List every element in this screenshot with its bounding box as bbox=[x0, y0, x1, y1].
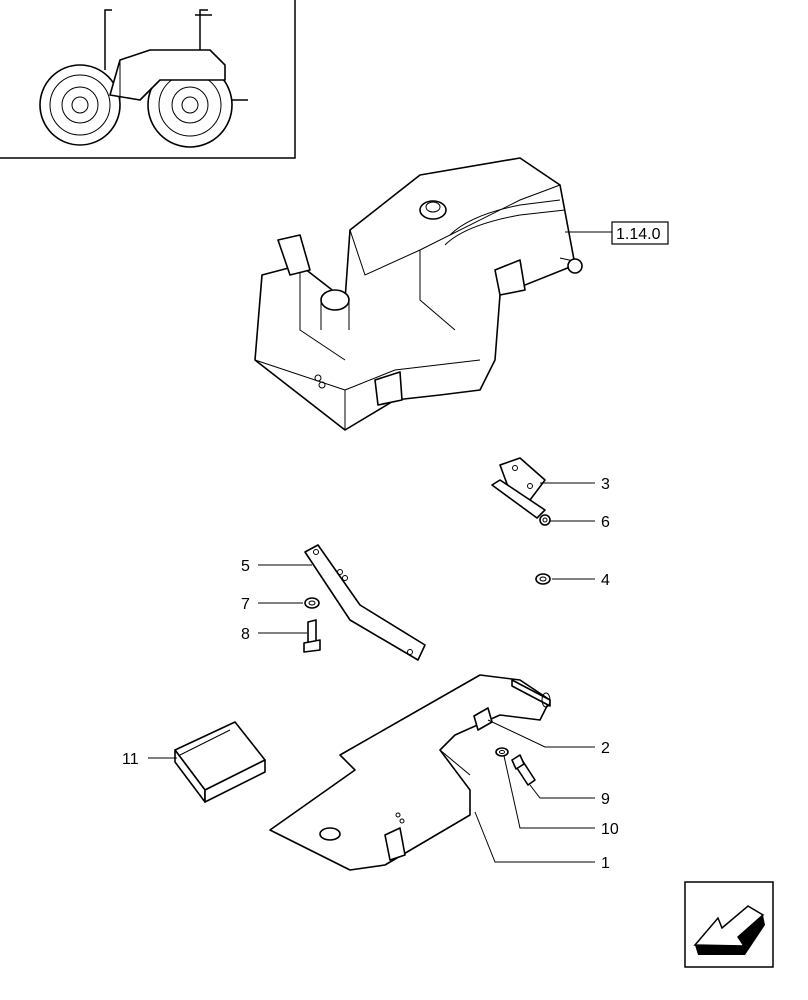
part-7-washer bbox=[304, 597, 320, 609]
part-8-bolt bbox=[303, 619, 321, 653]
fuel-tank-assembly bbox=[254, 157, 583, 431]
callout-11: 11 bbox=[122, 751, 139, 768]
previous-page-arrow-icon[interactable] bbox=[684, 881, 774, 968]
callout-9: 9 bbox=[601, 791, 610, 808]
reference-label: 1.14.0 bbox=[616, 226, 661, 243]
callout-3: 3 bbox=[601, 476, 610, 493]
part-4-washer bbox=[535, 573, 551, 585]
reference-marker[interactable]: 1.14.0 bbox=[565, 221, 669, 245]
callout-10: 10 bbox=[601, 821, 619, 838]
part-1-platform bbox=[269, 674, 551, 871]
part-10-washer bbox=[495, 747, 509, 757]
part-6-nut bbox=[539, 514, 551, 526]
part-5-strap bbox=[304, 544, 426, 661]
callout-7: 7 bbox=[241, 596, 250, 613]
callout-numbers: 3 6 4 5 7 8 11 2 9 10 1 bbox=[122, 476, 619, 872]
callout-5: 5 bbox=[241, 558, 250, 575]
callout-4: 4 bbox=[601, 572, 610, 589]
tractor-thumbnail-icon bbox=[0, 0, 296, 159]
part-11-box bbox=[174, 721, 266, 803]
callout-1: 1 bbox=[601, 855, 610, 872]
callout-6: 6 bbox=[601, 514, 610, 531]
part-3-bracket bbox=[491, 457, 546, 519]
leader-lines bbox=[148, 482, 595, 863]
callout-2: 2 bbox=[601, 740, 610, 757]
callout-8: 8 bbox=[241, 626, 250, 643]
part-9-bolt bbox=[511, 754, 536, 786]
